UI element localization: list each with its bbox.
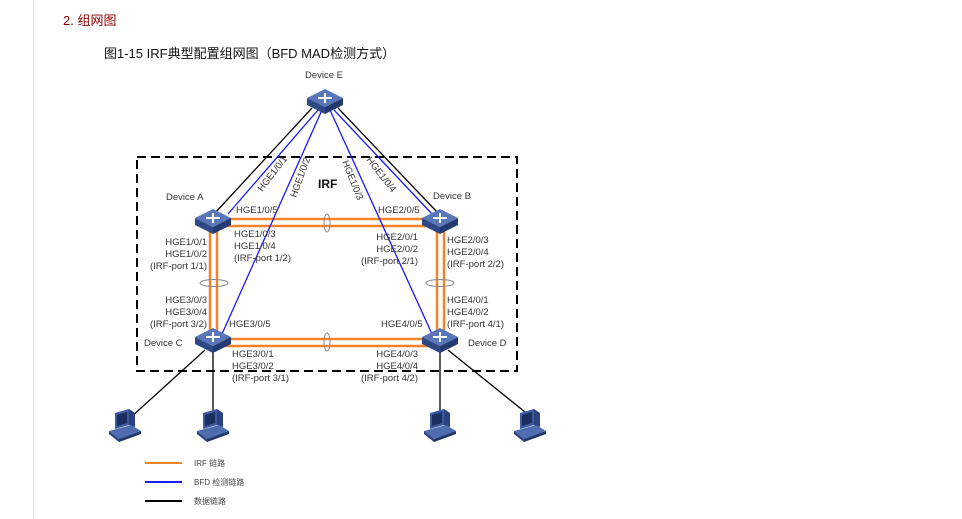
section-heading: 2. 组网图 (63, 13, 117, 28)
device-d-label: Device D (468, 338, 507, 349)
device-c-switch-icon (194, 327, 232, 354)
legend-bfd: BFD 检测链路 (194, 477, 244, 487)
bfd-port-label: HGE1/0/5 (236, 205, 278, 216)
svg-text:(IRF-port 2/1): (IRF-port 2/1) (361, 256, 418, 267)
bfd-port-label: HGE4/0/5 (381, 319, 423, 330)
device-a-switch-icon (194, 208, 232, 235)
svg-text:HGE3/0/1: HGE3/0/1 (232, 349, 274, 360)
svg-text:HGE1/0/1: HGE1/0/1 (165, 237, 207, 248)
svg-text:HGE2/0/2: HGE2/0/2 (376, 244, 418, 255)
irf-port-labels: HGE1/0/1 HGE1/0/2 (IRF-port 1/1) HGE1/0/… (150, 229, 504, 384)
svg-text:HGE2/0/3: HGE2/0/3 (447, 235, 489, 246)
content-border (33, 0, 34, 519)
device-c-label: Device C (144, 338, 183, 349)
irf-links (208, 217, 446, 348)
link-aggregation-marks (199, 213, 455, 352)
irf-label: IRF (318, 177, 337, 191)
host-pc-icon (514, 409, 546, 442)
svg-text:HGE4/0/1: HGE4/0/1 (447, 295, 489, 306)
svg-text:(IRF-port 2/2): (IRF-port 2/2) (447, 259, 504, 270)
uplink-port-label: HGE1/0/4 (364, 155, 398, 195)
device-d-switch-icon (421, 327, 459, 354)
uplink-port-label: HGE1/0/1 (256, 154, 290, 194)
device-b-label: Device B (433, 191, 471, 202)
host-pc-icon (197, 409, 229, 442)
svg-text:HGE1/0/3: HGE1/0/3 (234, 229, 276, 240)
legend-irf: IRF 链路 (194, 458, 225, 468)
svg-text:HGE4/0/3: HGE4/0/3 (376, 349, 418, 360)
svg-text:(IRF-port 3/2): (IRF-port 3/2) (150, 319, 207, 330)
legend: IRF 链路 BFD 检测链路 数据链路 (145, 458, 244, 506)
uplink-port-label: HGE1/0/3 (339, 159, 365, 202)
data-links (129, 107, 526, 419)
svg-text:HGE4/0/2: HGE4/0/2 (447, 307, 489, 318)
host-pc-icon (109, 409, 141, 442)
device-b-switch-icon (421, 208, 459, 235)
device-a-label: Device A (166, 192, 204, 203)
svg-text:HGE3/0/4: HGE3/0/4 (165, 307, 207, 318)
svg-text:(IRF-port 1/2): (IRF-port 1/2) (234, 253, 291, 264)
svg-text:(IRF-port 3/1): (IRF-port 3/1) (232, 373, 289, 384)
device-e-label: Device E (305, 70, 343, 81)
svg-text:(IRF-port 4/1): (IRF-port 4/1) (447, 319, 504, 330)
legend-data: 数据链路 (194, 496, 226, 506)
figure-caption: 图1-15 IRF典型配置组网图（BFD MAD检测方式） (104, 46, 396, 61)
svg-text:HGE3/0/3: HGE3/0/3 (165, 295, 207, 306)
bfd-port-label: HGE3/0/5 (229, 319, 271, 330)
device-e-switch-icon (306, 88, 344, 115)
host-pc-icon (424, 409, 456, 442)
svg-text:HGE1/0/4: HGE1/0/4 (234, 241, 276, 252)
svg-text:(IRF-port 1/1): (IRF-port 1/1) (150, 261, 207, 272)
svg-text:HGE2/0/1: HGE2/0/1 (376, 232, 418, 243)
svg-text:HGE3/0/2: HGE3/0/2 (232, 361, 274, 372)
svg-text:(IRF-port 4/2): (IRF-port 4/2) (361, 373, 418, 384)
bfd-links (221, 109, 433, 335)
bfd-port-label: HGE2/0/5 (378, 205, 420, 216)
svg-text:HGE4/0/4: HGE4/0/4 (376, 361, 418, 372)
irf-boundary (136, 156, 518, 372)
svg-text:HGE2/0/4: HGE2/0/4 (447, 247, 489, 258)
svg-text:HGE1/0/2: HGE1/0/2 (165, 249, 207, 260)
